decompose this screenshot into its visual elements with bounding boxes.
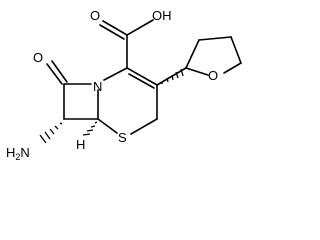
bond-c2-c3-double-a bbox=[126, 67, 158, 86]
bond-thf-o-c2 bbox=[185, 67, 209, 76]
atom-label-stereo-h: H bbox=[76, 137, 85, 152]
atom-label-ring-o: O bbox=[208, 68, 218, 83]
atom-label-nitrogen: N bbox=[93, 79, 102, 94]
atom-label-layer: OH O O N S O H2N H bbox=[6, 8, 218, 162]
bond-thf-c4-c5 bbox=[230, 36, 242, 64]
bond-c8-o-double-a bbox=[46, 63, 63, 85]
bond-c2-c3-double-b bbox=[128, 73, 155, 89]
atom-label-sulfur: S bbox=[118, 130, 127, 145]
stereo-hash-wedges bbox=[39, 68, 184, 144]
bond-thf-c5-o bbox=[223, 62, 242, 74]
bond-s-c6 bbox=[97, 118, 118, 134]
atom-label-acid-oh: OH bbox=[152, 8, 172, 23]
bond-c4-s bbox=[130, 118, 158, 135]
bond-acid-c-to-o-double-b bbox=[99, 24, 125, 40]
bond-c8-o-double-b bbox=[51, 60, 68, 83]
atom-label-lactam-o: O bbox=[33, 50, 43, 65]
bond-thf-c3-c4 bbox=[198, 36, 232, 41]
hash-wedge-c3-thf bbox=[161, 68, 184, 84]
bond-acid-c-to-o-double-a bbox=[102, 20, 128, 36]
atom-label-amine: H2N bbox=[6, 145, 30, 162]
molecule-structure-diagram: OH O O N S O H2N H bbox=[6, 8, 242, 162]
bond-layer bbox=[46, 19, 242, 135]
bond-thf-c2-c3 bbox=[185, 39, 200, 69]
bond-acid-c-to-oh bbox=[126, 19, 154, 36]
bond-n-c2 bbox=[103, 67, 128, 81]
atom-label-acid-carbonyl-o: O bbox=[90, 8, 100, 23]
hash-wedge-c7-amine bbox=[39, 122, 63, 144]
hash-wedge-c6-h bbox=[82, 121, 98, 136]
